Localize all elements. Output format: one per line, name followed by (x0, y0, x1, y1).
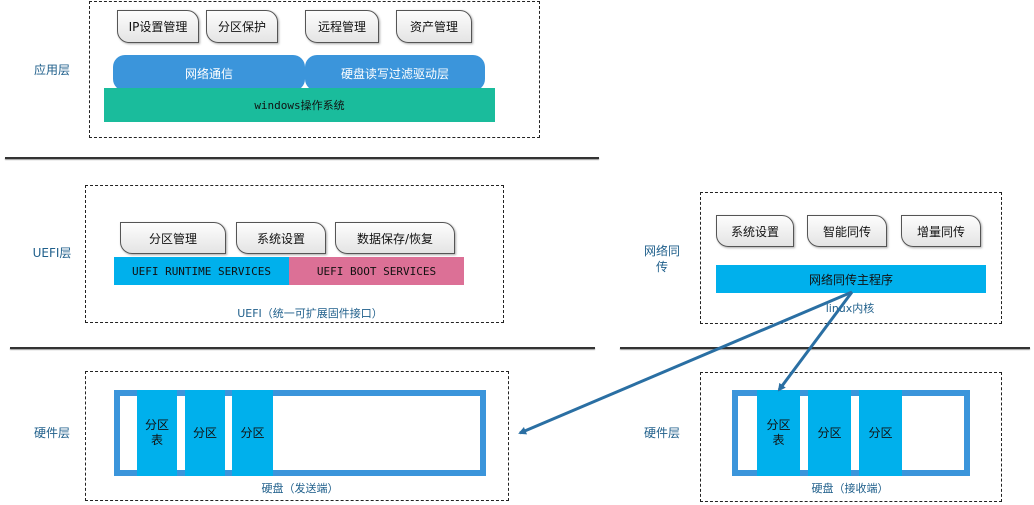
sender-partition-table-label: 分区 表 (144, 418, 169, 447)
hw-sender-label: 硬件层 (33, 426, 70, 440)
network-comm-block: 网络通信 (113, 55, 305, 91)
windows-os-bar: windows操作系统 (104, 88, 495, 122)
uefi-caption: UEFI（统一可扩展固件接口） (237, 307, 383, 320)
receiver-partition-table-label: 分区 表 (766, 418, 791, 447)
divider-bottom-left (10, 347, 595, 349)
arrow-to-sender-disk (518, 290, 853, 435)
uefi-layer-box (85, 185, 504, 323)
incremental-sync-button[interactable]: 增量同传 (901, 215, 981, 247)
netsync-label-text: 网络同 传 (643, 244, 680, 274)
remote-manage-button[interactable]: 远程管理 (305, 10, 379, 43)
divider-bottom-right (620, 347, 1030, 349)
hw-receiver-box (700, 372, 1002, 502)
partition-manage-button[interactable]: 分区管理 (120, 222, 226, 254)
netsync-layer-box (700, 192, 1002, 324)
hw-sender-box (85, 371, 509, 501)
uefi-runtime-services-bar: UEFI RUNTIME SERVICES (114, 257, 289, 285)
app-layer-box (89, 1, 540, 138)
asset-manage-button[interactable]: 资产管理 (396, 10, 472, 43)
sender-partition: 分区 (232, 390, 273, 476)
data-save-restore-button[interactable]: 数据保存/恢复 (335, 222, 455, 254)
receiver-disk-caption: 硬盘（接收端） (811, 482, 889, 495)
netsync-layer-label: 网络同 传 (640, 243, 684, 275)
uefi-boot-services-bar: UEFI BOOT SERVICES (289, 257, 464, 285)
receiver-partition: 分区 (859, 390, 902, 476)
sender-disk-caption: 硬盘（发送端） (261, 482, 339, 495)
partition-protect-button[interactable]: 分区保护 (206, 10, 278, 43)
netsync-system-settings-button[interactable]: 系统设置 (716, 215, 794, 247)
app-layer-label: 应用层 (33, 63, 70, 77)
uefi-layer-label: UEFI层 (32, 246, 72, 260)
uefi-system-settings-button[interactable]: 系统设置 (236, 222, 326, 254)
ip-settings-button[interactable]: IP设置管理 (117, 10, 199, 43)
divider-top (5, 157, 599, 159)
disk-filter-driver-block: 硬盘读写过滤驱动层 (305, 55, 485, 91)
netsync-main-program-bar: 网络同传主程序 (716, 265, 986, 293)
receiver-partition-table: 分区 表 (757, 390, 800, 476)
arrow-to-receiver-partition-table (777, 291, 854, 392)
sender-partition: 分区 (185, 390, 225, 476)
receiver-partition: 分区 (808, 390, 851, 476)
sender-partition-table: 分区 表 (137, 390, 177, 476)
smart-sync-button[interactable]: 智能同传 (807, 215, 887, 247)
hw-receiver-label: 硬件层 (643, 426, 680, 440)
